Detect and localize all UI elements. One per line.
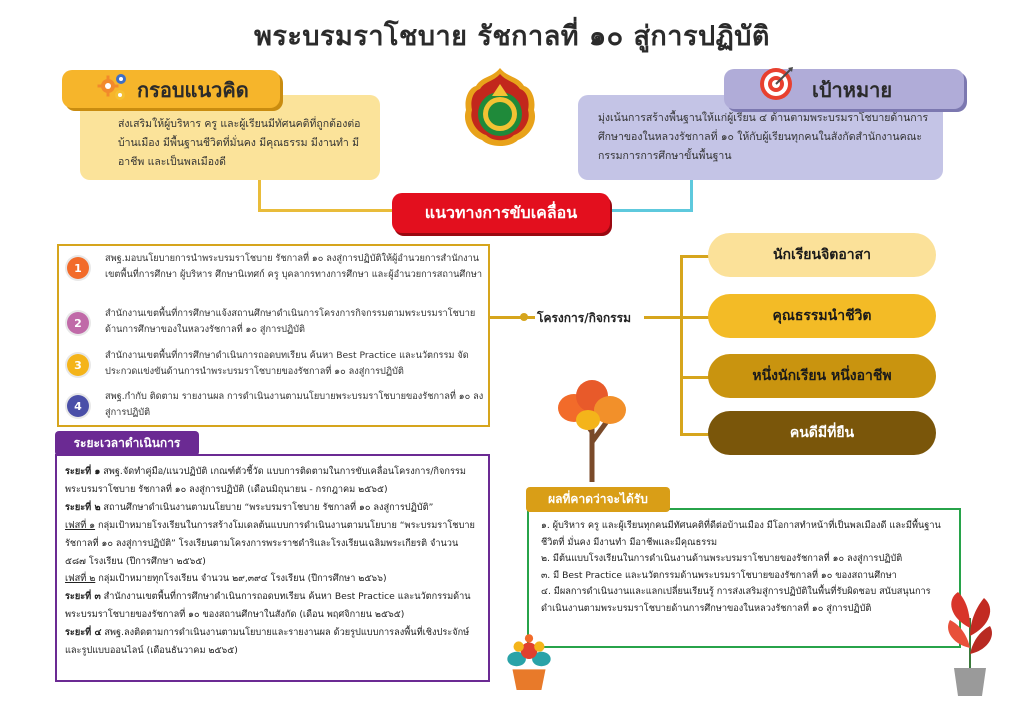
phase-text: สพฐ.ลงติดตามการดำเนินงานตามนโยบายและรายง… <box>65 627 470 657</box>
result-item: ๑. ผู้บริหาร ครู และผู้เรียนทุกคนมีทัศนค… <box>541 520 941 548</box>
concept-label: กรอบแนวคิด <box>137 78 249 102</box>
target-icon <box>760 67 793 100</box>
connector-outcome-2 <box>680 316 710 319</box>
phase-head: ระยะที่ ๔ <box>65 627 102 639</box>
concept-text: ส่งเสริมให้ผู้บริหาร ครู และผู้เรียนมีทั… <box>118 118 361 168</box>
goal-label: เป้าหมาย <box>812 78 893 102</box>
phase-head: ระยะที่ ๑ <box>65 466 101 477</box>
connector-concept <box>258 178 261 212</box>
outcome-occupation: หนึ่งนักเรียน หนึ่งอาชีพ <box>708 354 936 398</box>
phase-head: เฟสที่ ๒ <box>65 573 96 585</box>
goal-text: มุ่งเน้นการสร้างพื้นฐานให้แก่ผู้เรียน ๔ … <box>598 112 929 162</box>
results-box: ๑. ผู้บริหาร ครู และผู้เรียนทุกคนมีทัศนค… <box>527 508 961 648</box>
projects-label: โครงการ/กิจกรรม <box>537 311 631 325</box>
timeline-phase-2-step-2: เฟสที่ ๒ กลุ่มเป้าหมายทุกโรงเรียน จำนวน … <box>65 570 482 588</box>
strategy-text: สำนักงานเขตพื้นที่การศึกษาดำเนินการถอดบท… <box>105 350 469 377</box>
phase-head: ระยะที่ ๒ <box>65 501 101 513</box>
results-tab: ผลที่คาดว่าจะได้รับ <box>526 487 670 512</box>
page-title: พระบรมราโชบาย รัชกาลที่ ๑๐ สู่การปฏิบัติ <box>254 21 770 52</box>
concept-box: ส่งเสริมให้ผู้บริหาร ครู และผู้เรียนมีทั… <box>80 95 380 180</box>
connector-outcome-3 <box>680 376 710 379</box>
timeline-phase-3: ระยะที่ ๓ สำนักงานเขตพื้นที่การศึกษาดำเน… <box>65 588 482 624</box>
connector-outcome-4 <box>680 433 710 436</box>
phase-text: กลุ่มเป้าหมายโรงเรียนในการสร้างโมเดลต้นแ… <box>65 519 475 567</box>
phase-text: สถานศึกษาดำเนินงานตามนโยบาย “พระบรมราโชบ… <box>103 501 434 513</box>
potted-plant-illustration <box>948 592 992 696</box>
connector-outcome-1 <box>680 255 710 258</box>
strategy-text: สพฐ.กำกับ ติดตาม รายงานผล การดำเนินงานตา… <box>105 391 484 418</box>
strategy-text: สพฐ.มอบนโยบายการนำพระบรมราโชบาย รัชกาลที… <box>105 253 482 280</box>
outcome-morality: คุณธรรมนำชีวิต <box>708 294 936 338</box>
timeline-phase-2: ระยะที่ ๒ สถานศึกษาดำเนินงานตามนโยบาย “พ… <box>65 499 482 517</box>
strategy-text: สำนักงานเขตพื้นที่การศึกษาแจ้งสถานศึกษาด… <box>105 308 476 335</box>
timeline-phase-2-step-1: เฟสที่ ๑ กลุ่มเป้าหมายโรงเรียนในการสร้าง… <box>65 517 482 571</box>
timeline-tab: ระยะเวลาดำเนินการ <box>55 431 199 456</box>
connector-outcomes-vertical <box>680 255 683 435</box>
strategy-list: 1 สพฐ.มอบนโยบายการนำพระบรมราโชบาย รัชกาล… <box>57 244 490 427</box>
connector-projects-dot <box>520 313 528 321</box>
strategy-number: 4 <box>67 395 89 417</box>
connector-concept-h <box>258 209 394 212</box>
connector-projects-right <box>644 316 682 319</box>
phase-head: ระยะที่ ๓ <box>65 591 101 603</box>
emblem-logo <box>464 68 536 146</box>
tree-illustration <box>558 380 626 482</box>
outcome-good-citizen: คนดีมีที่ยืน <box>708 411 936 455</box>
phase-text: สพฐ.จัดทำคู่มือ/แนวปฏิบัติ เกณฑ์ตัวชี้วั… <box>65 466 466 495</box>
timeline-phase-1: ระยะที่ ๑ สพฐ.จัดทำคู่มือ/แนวปฏิบัติ เกณ… <box>65 463 482 499</box>
phase-text: กลุ่มเป้าหมายทุกโรงเรียน จำนวน ๒๙,๓๙๔ โร… <box>98 573 387 585</box>
result-item: ๔. มีผลการดำเนินงานและแลกเปลี่ยนเรียนรู้… <box>541 586 931 614</box>
phase-text: สำนักงานเขตพื้นที่การศึกษาดำเนินการถอดบท… <box>65 591 471 621</box>
goal-box: มุ่งเน้นการสร้างพื้นฐานให้แก่ผู้เรียน ๔ … <box>578 95 943 180</box>
concept-tab <box>62 70 280 108</box>
approach-banner: แนวทางการขับเคลื่อน <box>392 193 610 233</box>
gears-icon <box>97 74 126 100</box>
timeline-phase-4: ระยะที่ ๔ สพฐ.ลงติดตามการดำเนินงานตามนโย… <box>65 624 482 660</box>
strategy-item-4: 4 สพฐ.กำกับ ติดตาม รายงานผล การดำเนินงาน… <box>67 389 485 420</box>
strategy-number: 3 <box>67 354 89 376</box>
outcome-volunteer: นักเรียนจิตอาสา <box>708 233 936 277</box>
strategy-number: 1 <box>67 257 89 279</box>
connector-goal <box>690 178 693 212</box>
flower-plant-illustration <box>507 634 551 690</box>
strategy-item-3: 3 สำนักงานเขตพื้นที่การศึกษาดำเนินการถอด… <box>67 348 485 379</box>
phase-head: เฟสที่ ๑ <box>65 519 96 531</box>
strategy-item-2: 2 สำนักงานเขตพื้นที่การศึกษาแจ้งสถานศึกษ… <box>67 306 485 337</box>
connector-strategy-projects <box>490 316 535 319</box>
result-item: ๓. มี Best Practice และนวัตกรรมด้านพระบร… <box>541 569 897 581</box>
strategy-item-1: 1 สพฐ.มอบนโยบายการนำพระบรมราโชบาย รัชกาล… <box>67 251 485 282</box>
result-item: ๒. มีต้นแบบโรงเรียนในการดำเนินงานด้านพระ… <box>541 553 903 564</box>
connector-goal-h <box>608 209 693 212</box>
strategy-number: 2 <box>67 312 89 334</box>
timeline-box: ระยะที่ ๑ สพฐ.จัดทำคู่มือ/แนวปฏิบัติ เกณ… <box>55 454 490 682</box>
